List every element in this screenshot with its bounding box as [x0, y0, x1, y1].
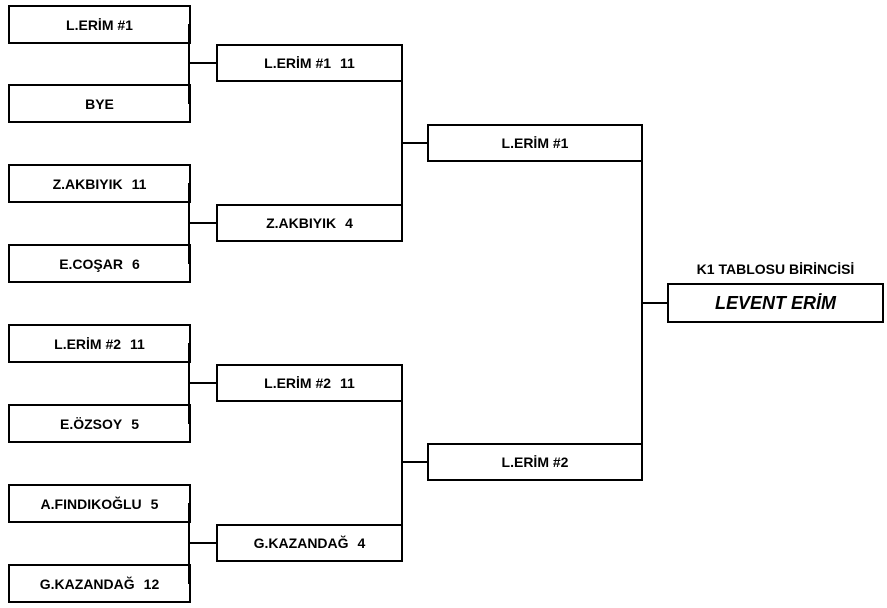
- champion-box: LEVENT ERİM: [667, 283, 884, 323]
- player-score: 5: [131, 415, 140, 432]
- round1-slot-6: E.ÖZSOY 5: [8, 404, 191, 443]
- connector-line: [401, 383, 403, 543]
- connector-line: [188, 62, 218, 64]
- player-name: A.FINDIKOĞLU: [40, 495, 142, 512]
- player-name: L.ERİM #2: [54, 335, 122, 352]
- round3-slot-1: L.ERİM #1: [427, 124, 643, 162]
- connector-line: [641, 302, 669, 304]
- connector-line: [401, 142, 429, 144]
- round2-slot-2: Z.AKBIYIK 4: [216, 204, 403, 242]
- connector-line: [188, 24, 190, 104]
- round2-slot-4: G.KAZANDAĞ 4: [216, 524, 403, 562]
- round1-slot-3: Z.AKBIYIK 11: [8, 164, 191, 203]
- player-name: E.ÖZSOY: [59, 415, 123, 432]
- player-name: L.ERİM #1: [264, 55, 332, 71]
- connector-line: [188, 542, 218, 544]
- player-score: 11: [131, 175, 147, 192]
- round1-slot-5: L.ERİM #2 11: [8, 324, 191, 363]
- player-score: 5: [150, 495, 159, 512]
- round1-slot-1: L.ERİM #1: [8, 5, 191, 44]
- connector-line: [188, 222, 218, 224]
- player-score: 12: [143, 575, 160, 592]
- connector-line: [188, 382, 218, 384]
- player-score: 6: [132, 255, 140, 272]
- player-name: L.ERİM #2: [501, 454, 569, 470]
- winner-label: K1 TABLOSU BİRİNCİSİ: [696, 261, 855, 277]
- player-score: 4: [345, 215, 353, 231]
- player-name: Z.AKBIYIK: [52, 175, 123, 192]
- player-name: L.ERİM #2: [264, 375, 332, 391]
- player-score: 11: [340, 375, 355, 391]
- round1-slot-8: G.KAZANDAĞ 12: [8, 564, 191, 603]
- player-name: L.ERİM #1: [66, 16, 133, 33]
- connector-line: [401, 461, 429, 463]
- champion-name: LEVENT ERİM: [714, 292, 836, 313]
- player-score: 4: [357, 535, 366, 551]
- player-name: Z.AKBIYIK: [266, 215, 337, 231]
- player-name: E.COŞAR: [59, 255, 123, 272]
- player-name: G.KAZANDAĞ: [253, 535, 349, 551]
- player-name: L.ERİM #1: [501, 135, 569, 151]
- round1-slot-2: BYE: [8, 84, 191, 123]
- round3-slot-2: L.ERİM #2: [427, 443, 643, 481]
- player-score: 11: [130, 335, 145, 352]
- player-name: BYE: [85, 95, 114, 112]
- round1-slot-7: A.FINDIKOĞLU 5: [8, 484, 191, 523]
- player-score: 11: [340, 55, 355, 71]
- round2-slot-1: L.ERİM #1 11: [216, 44, 403, 82]
- round1-slot-4: E.COŞAR 6: [8, 244, 191, 283]
- round2-slot-3: L.ERİM #2 11: [216, 364, 403, 402]
- player-name: G.KAZANDAĞ: [39, 575, 135, 592]
